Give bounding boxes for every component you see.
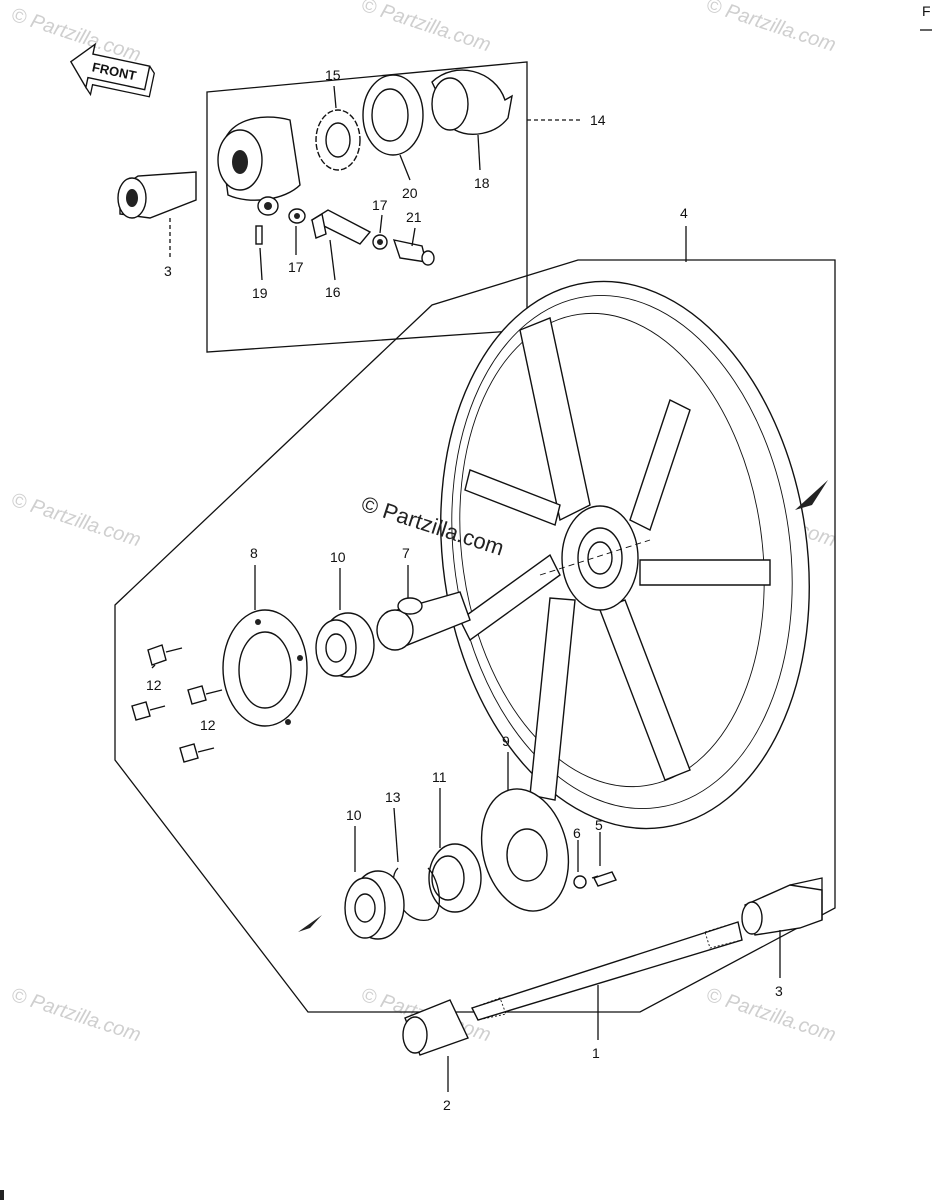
- corner-mark: F: [922, 3, 931, 19]
- callout-12a: 12: [146, 677, 162, 693]
- callout-2: 2: [443, 1097, 451, 1113]
- callout-11: 11: [432, 769, 447, 785]
- callout-13: 13: [385, 789, 401, 805]
- callout-12b: 12: [200, 717, 216, 733]
- axle-collar: [402, 999, 469, 1056]
- callout-8: 8: [250, 545, 258, 561]
- callout-5: 5: [595, 817, 603, 833]
- pinion-gear: [310, 209, 372, 245]
- callout-21: 21: [406, 209, 422, 225]
- oil-seal: [428, 843, 482, 913]
- gear-cover: [431, 69, 513, 135]
- callout-10b: 10: [346, 807, 362, 823]
- arrow-left: [298, 915, 322, 932]
- callout-14: 14: [590, 112, 606, 128]
- callout-3b: 3: [775, 983, 783, 999]
- watermark: © Partzilla.com: [358, 0, 493, 56]
- axle-nut-upper: [117, 171, 197, 219]
- arrow-right: [795, 480, 828, 510]
- callout-6: 6: [573, 825, 581, 841]
- callout-7: 7: [402, 545, 410, 561]
- callout-1: 1: [592, 1045, 600, 1061]
- callouts: 1 2 3 3 4 5 6 7 8 9 10 10 11 12 12 13 14…: [146, 67, 783, 1113]
- callout-18: 18: [474, 175, 490, 191]
- drive-gear: [315, 109, 361, 171]
- washer-6: [573, 875, 587, 889]
- callout-4: 4: [680, 205, 688, 221]
- callout-16: 16: [325, 284, 341, 300]
- wheel-bearing-upper: [315, 612, 375, 678]
- front-arrow: FRONT: [69, 42, 155, 98]
- wheel-assembly-box: [114, 259, 836, 1013]
- hub-spacer: [376, 591, 471, 651]
- cast-wheel: [440, 280, 810, 830]
- corner-tick: [0, 1190, 4, 1200]
- callout-10a: 10: [330, 549, 346, 565]
- watermark: © Partzilla.com: [703, 0, 838, 56]
- callout-19: 19: [252, 285, 268, 301]
- leader-13: [393, 807, 399, 863]
- callout-3a: 3: [164, 263, 172, 279]
- watermark: © Partzilla.com: [8, 4, 143, 67]
- callout-20: 20: [402, 185, 418, 201]
- watermark: © Partzilla.com: [8, 489, 143, 552]
- gear-housing: [217, 116, 301, 216]
- watermark: © Partzilla.com: [8, 984, 143, 1047]
- housing-seal: [362, 74, 424, 156]
- callout-9: 9: [502, 733, 510, 749]
- callout-17b: 17: [288, 259, 304, 275]
- bearing-cover: [480, 788, 570, 912]
- wheel-bearing-lower: [344, 870, 405, 940]
- axle-nut-lower: [741, 877, 823, 936]
- watermark: © Partzilla.com: [703, 984, 838, 1047]
- axle: [471, 921, 743, 1021]
- pin: [255, 225, 263, 245]
- plate-bolts: [131, 644, 223, 763]
- screw-5: [591, 871, 617, 887]
- disc-plate: [222, 609, 308, 727]
- bushing: [392, 239, 435, 266]
- callout-15: 15: [325, 67, 341, 83]
- callout-17a: 17: [372, 197, 388, 213]
